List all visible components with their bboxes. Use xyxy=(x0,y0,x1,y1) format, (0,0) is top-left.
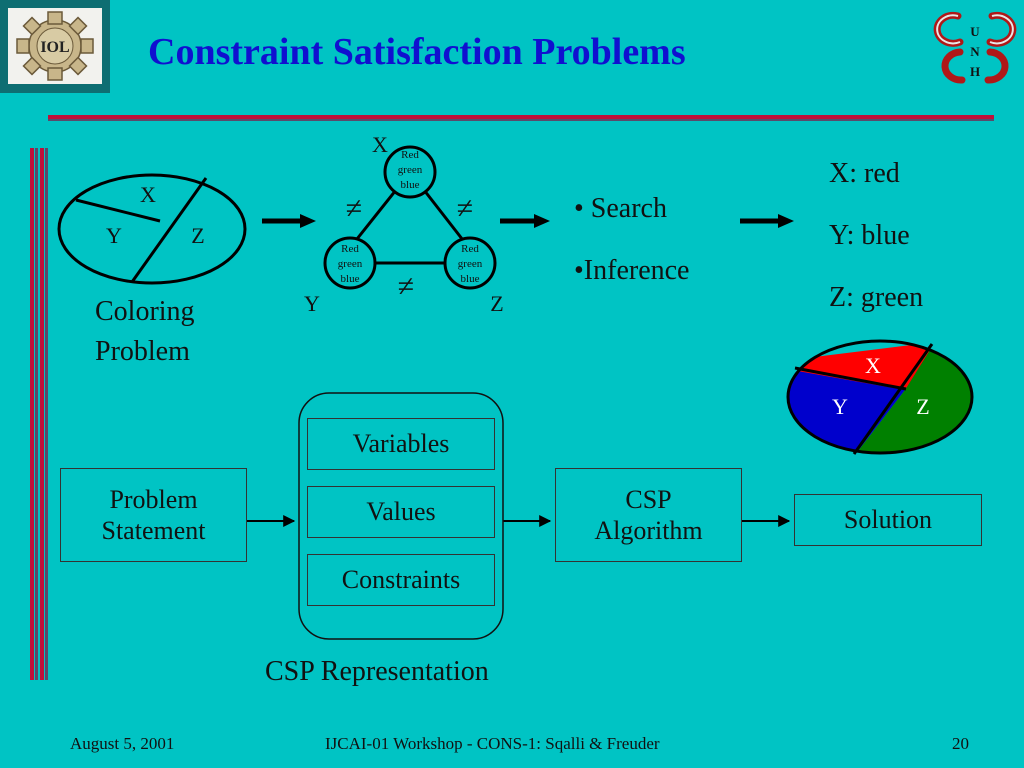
iol-logo: IOL xyxy=(0,0,110,93)
map-region-y: Y xyxy=(106,223,122,248)
unh-logo: U N H xyxy=(930,4,1020,92)
solution-label: Solution xyxy=(843,505,933,535)
node-y-domain-2: green xyxy=(338,258,363,270)
colored-map-label-x: X xyxy=(865,353,881,378)
variables-label: Variables xyxy=(352,429,450,459)
header-rule-top xyxy=(48,115,994,119)
map-region-z: Z xyxy=(191,223,204,248)
representation-container xyxy=(298,392,504,640)
left-rule-4 xyxy=(45,148,48,680)
edge-x-z xyxy=(422,189,468,245)
assignment-y: Y: blue xyxy=(829,220,910,251)
representation-caption: CSP Representation xyxy=(265,656,489,687)
node-z-domain-1: Red xyxy=(461,243,479,255)
unh-letter-n: N xyxy=(970,44,980,59)
not-equal-y-z: ≠ xyxy=(398,270,414,303)
coloring-map: X Y Z xyxy=(57,173,247,285)
problem-statement-line-1: Problem xyxy=(109,484,198,514)
node-y-domain-1: Red xyxy=(341,243,359,255)
values-box: Values xyxy=(307,486,495,538)
node-x-label: X xyxy=(372,132,388,157)
node-z xyxy=(443,236,497,290)
csp-algorithm-line-1: CSP xyxy=(625,484,672,514)
solution-assignments: X: red Y: blue Z: green xyxy=(829,143,923,329)
node-z-domain-3: blue xyxy=(461,273,480,285)
colored-map-region-z xyxy=(855,342,972,453)
solution-box: Solution xyxy=(794,494,982,546)
unh-letter-h: H xyxy=(970,64,980,79)
slide-title: Constraint Satisfaction Problems xyxy=(148,31,686,73)
variables-box: Variables xyxy=(307,418,495,470)
csp-algorithm-line-2: Algorithm xyxy=(594,516,703,545)
iol-logo-text: IOL xyxy=(40,39,69,56)
problem-statement-line-2: Statement xyxy=(101,516,206,545)
problem-statement-box: Problem Statement xyxy=(60,468,247,562)
gear-icon: IOL xyxy=(16,11,94,81)
node-y-domain-3: blue xyxy=(341,273,360,285)
colored-map-label-z: Z xyxy=(916,394,929,419)
constraints-box: Constraints xyxy=(307,554,495,606)
methods-list: • Search •Inference xyxy=(574,178,690,302)
assignment-z: Z: green xyxy=(829,282,924,313)
colored-map-label-y: Y xyxy=(832,394,848,419)
csp-algorithm-box: CSP Algorithm xyxy=(555,468,742,562)
node-x-domain-3: blue xyxy=(401,179,420,191)
left-rule-1 xyxy=(30,148,34,680)
colored-map-region-x xyxy=(790,342,935,392)
method-inference: •Inference xyxy=(574,255,690,286)
node-x xyxy=(383,145,437,199)
node-z-label: Z xyxy=(490,291,503,316)
not-equal-x-y: ≠ xyxy=(346,192,362,225)
node-x-domain-1: Red xyxy=(401,149,419,161)
coloring-caption-line-2: Problem xyxy=(95,336,190,367)
constraints-label: Constraints xyxy=(341,565,461,595)
footer-date: August 5, 2001 xyxy=(70,734,175,753)
map-region-x: X xyxy=(140,182,156,207)
constraint-graph: Red green blue Red green blue Red green … xyxy=(304,132,504,316)
colored-map: X Y Z xyxy=(786,339,974,455)
left-rule-2 xyxy=(35,148,38,680)
left-rule-3 xyxy=(40,148,44,680)
coloring-caption-line-1: Coloring xyxy=(95,296,195,327)
node-x-domain-2: green xyxy=(398,164,423,176)
values-label: Values xyxy=(366,497,436,527)
node-z-domain-2: green xyxy=(458,258,483,270)
footer-page-number: 20 xyxy=(952,734,969,753)
unh-letter-u: U xyxy=(970,24,980,39)
node-y-label: Y xyxy=(304,291,320,316)
coloring-caption: Coloring Problem xyxy=(95,292,195,372)
not-equal-x-z: ≠ xyxy=(457,192,473,225)
edge-x-y xyxy=(351,189,398,245)
node-y xyxy=(323,236,377,290)
header-rule-bottom xyxy=(48,119,994,121)
footer-event: IJCAI-01 Workshop - CONS-1: Sqalli & Fre… xyxy=(325,734,660,753)
assignment-x: X: red xyxy=(829,158,900,189)
iol-logo-panel: IOL xyxy=(8,8,102,84)
method-search: • Search xyxy=(574,193,667,224)
